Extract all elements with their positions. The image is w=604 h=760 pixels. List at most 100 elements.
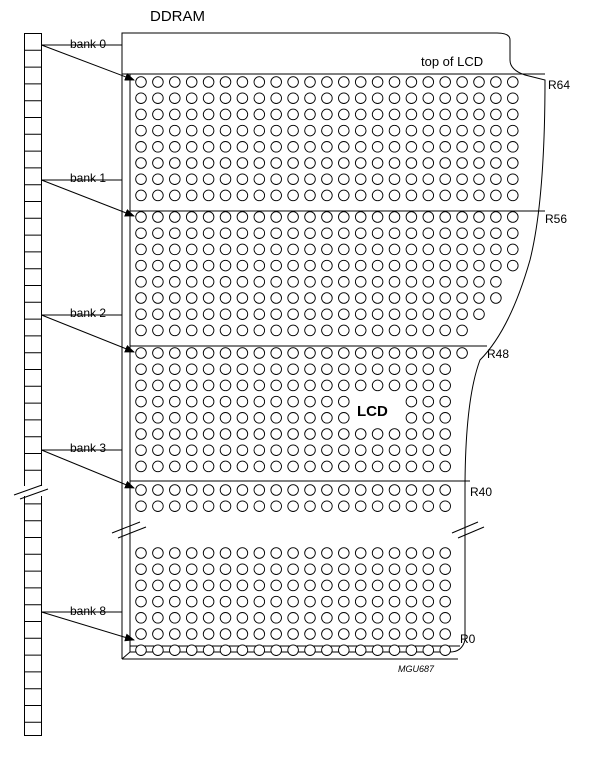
lcd-panel-outline xyxy=(121,32,546,653)
lcd-pixel xyxy=(287,628,299,640)
lcd-pixel xyxy=(456,259,468,272)
lcd-pixel xyxy=(473,108,485,121)
lcd-pixel xyxy=(253,628,266,640)
lcd-pixel xyxy=(236,460,249,473)
lcd-pixel xyxy=(388,276,401,288)
lcd-pixel xyxy=(219,308,232,320)
lcd-pixel xyxy=(202,500,215,512)
lcd-pixel xyxy=(169,243,181,256)
lcd-pixel xyxy=(507,157,519,169)
lcd-pixel xyxy=(439,157,451,169)
lcd-pixel xyxy=(371,363,384,375)
lcd-pixel xyxy=(169,157,181,169)
lcd-pixel xyxy=(456,124,468,137)
lcd-pixel xyxy=(270,92,282,104)
lcd-pixel xyxy=(304,579,316,592)
bank-arrow xyxy=(41,314,135,353)
lcd-pixel xyxy=(456,243,468,256)
column-break-mark xyxy=(19,488,49,500)
lcd-pixel xyxy=(354,124,367,137)
lcd-pixel xyxy=(236,547,249,559)
lcd-pixel xyxy=(270,612,282,624)
lcd-pixel xyxy=(135,173,147,185)
lcd-pixel xyxy=(354,189,367,202)
lcd-pixel xyxy=(321,173,333,185)
lcd-pixel xyxy=(354,547,367,559)
lcd-pixel xyxy=(185,595,198,608)
lcd-pixel xyxy=(473,292,485,304)
lcd-pixel xyxy=(287,547,299,559)
lcd-pixel xyxy=(219,173,232,185)
lcd-pixel xyxy=(219,379,232,392)
lcd-pixel xyxy=(321,347,333,359)
lcd-pixel xyxy=(371,92,384,104)
lcd-pixel xyxy=(388,92,401,104)
lcd-pixel xyxy=(219,412,232,424)
lcd-pixel xyxy=(354,428,367,440)
lcd-pixel xyxy=(422,157,435,169)
lcd-pixel xyxy=(422,124,435,137)
lcd-pixel xyxy=(287,308,299,320)
lcd-pixel xyxy=(185,292,198,304)
lcd-pixel xyxy=(507,259,519,272)
lcd-pixel xyxy=(253,595,266,608)
lcd-pixel xyxy=(219,563,232,575)
lcd-pixel xyxy=(321,628,333,640)
lcd-pixel xyxy=(439,292,451,304)
lcd-pixel xyxy=(135,500,147,512)
lcd-pixel xyxy=(253,579,266,592)
lcd-pixel xyxy=(202,173,215,185)
lcd-pixel xyxy=(405,412,418,424)
lcd-pixel xyxy=(439,500,451,512)
lcd-pixel xyxy=(456,76,468,88)
lcd-pixel xyxy=(473,276,485,288)
lcd-pixel xyxy=(270,347,282,359)
lcd-pixel xyxy=(169,189,181,202)
lcd-pixel xyxy=(371,428,384,440)
lcd-pixel xyxy=(253,379,266,392)
lcd-pixel xyxy=(338,412,350,424)
lcd-pixel xyxy=(270,108,282,121)
lcd-pixel xyxy=(236,484,249,496)
lcd-pixel xyxy=(354,173,367,185)
lcd-pixel xyxy=(202,395,215,408)
lcd-pixel xyxy=(219,595,232,608)
lcd-pixel xyxy=(152,363,164,375)
lcd-pixel xyxy=(236,412,249,424)
lcd-pixel xyxy=(304,92,316,104)
lcd-pixel xyxy=(202,76,215,88)
lcd-pixel xyxy=(304,157,316,169)
lcd-pixel xyxy=(456,227,468,239)
lcd-pixel xyxy=(456,308,468,320)
lcd-pixel xyxy=(169,379,181,392)
lcd-pixel xyxy=(202,444,215,456)
lcd-pixel xyxy=(473,92,485,104)
lcd-pixel xyxy=(388,243,401,256)
lcd-pixel xyxy=(202,428,215,440)
lcd-pixel xyxy=(236,211,249,223)
lcd-pixel xyxy=(405,173,418,185)
lcd-pixel xyxy=(304,484,316,496)
lcd-pixel xyxy=(152,595,164,608)
lcd-pixel xyxy=(338,211,350,223)
lcd-pixel xyxy=(152,211,164,223)
lcd-pixel xyxy=(135,141,147,153)
lcd-pixel xyxy=(338,628,350,640)
lcd-pixel xyxy=(304,211,316,223)
lcd-pixel xyxy=(236,324,249,337)
lcd-pixel xyxy=(152,124,164,137)
lcd-pixel xyxy=(169,595,181,608)
lcd-pixel xyxy=(338,76,350,88)
lcd-pixel xyxy=(321,363,333,375)
lcd-pixel xyxy=(287,379,299,392)
lcd-pixel xyxy=(354,227,367,239)
lcd-pixel xyxy=(405,243,418,256)
lcd-pixel xyxy=(473,211,485,223)
lcd-pixel xyxy=(371,189,384,202)
lcd-pixel xyxy=(236,428,249,440)
lcd-pixel xyxy=(405,124,418,137)
lcd-pixel xyxy=(135,92,147,104)
lcd-pixel xyxy=(270,157,282,169)
lcd-pixel xyxy=(135,157,147,169)
lcd-pixel xyxy=(473,189,485,202)
